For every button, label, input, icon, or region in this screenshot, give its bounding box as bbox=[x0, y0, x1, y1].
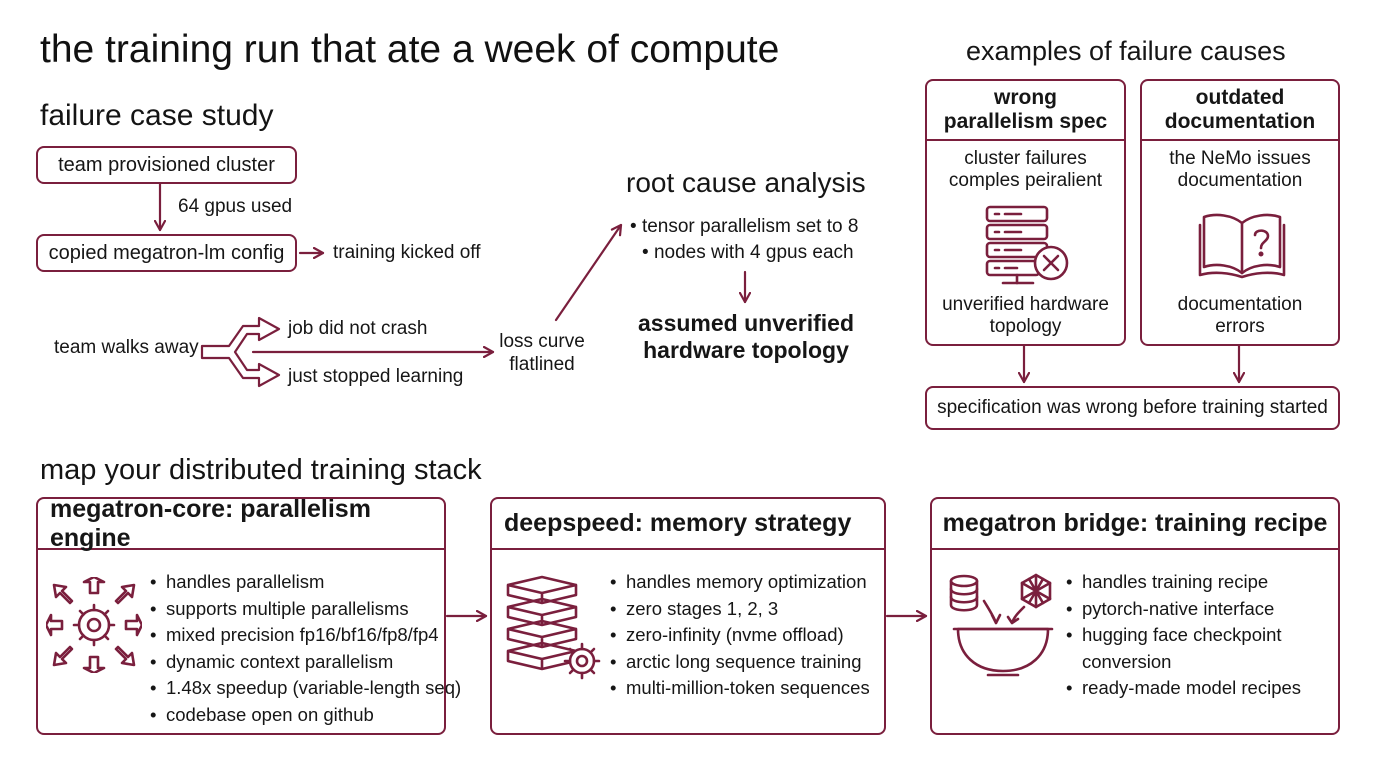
list-item: ready-made model recipes bbox=[1066, 675, 1301, 702]
root-cause-heading: root cause analysis bbox=[626, 167, 866, 198]
list-item: supports multiple parallelisms bbox=[150, 596, 461, 623]
list-item: arctic long sequence training bbox=[610, 649, 870, 676]
book-question-icon bbox=[1198, 213, 1286, 279]
list-item: mixed precision fp16/bf16/fp8/fp4 bbox=[150, 622, 461, 649]
recipe-bowl-icon bbox=[949, 573, 1054, 677]
example-card-wrong-spec: wrong parallelism spec cluster failures … bbox=[925, 79, 1126, 346]
wrong-spec-footer: unverified hardware topology bbox=[942, 294, 1109, 337]
loss-curve-line-2: flatlined bbox=[509, 354, 575, 375]
list-item: zero-infinity (nvme offload) bbox=[610, 622, 870, 649]
root-cause-bullet-1: • tensor parallelism set to 8 bbox=[630, 216, 859, 237]
copied-config-box: copied megatron-lm config bbox=[36, 234, 297, 272]
list-item: handles memory optimization bbox=[610, 569, 870, 596]
loss-curve-label: loss curve flatlined bbox=[492, 330, 592, 376]
kicked-off-label: training kicked off bbox=[333, 242, 481, 263]
outdated-docs-footer: documentation errors bbox=[1177, 294, 1303, 337]
megatron-core-bullets: handles parallelism supports multiple pa… bbox=[150, 569, 461, 729]
fork-arrow-icon bbox=[200, 316, 281, 388]
provisioned-box: team provisioned cluster bbox=[36, 146, 297, 184]
stack-card-title: megatron bridge: training recipe bbox=[932, 499, 1338, 550]
outdated-docs-title-line-2: documentation bbox=[1164, 110, 1316, 133]
server-error-icon bbox=[985, 205, 1069, 285]
root-cause-bullet-2: • nodes with 4 gpus each bbox=[642, 242, 854, 263]
layers-gear-icon bbox=[506, 575, 601, 680]
list-item: handles training recipe bbox=[1066, 569, 1301, 596]
examples-heading: examples of failure causes bbox=[966, 36, 1286, 66]
root-cause-conclusion-line-2: hardware topology bbox=[643, 337, 849, 363]
loss-curve-line-1: loss curve bbox=[499, 331, 585, 352]
wrong-spec-description: cluster failures comples peiralient bbox=[948, 148, 1103, 191]
root-cause-conclusion-line-1: assumed unverified bbox=[637, 310, 855, 336]
examples-conclusion-box: specification was wrong before training … bbox=[925, 386, 1340, 430]
stack-card-title: megatron-core: parallelism engine bbox=[38, 495, 444, 552]
stack-card-title: deepspeed: memory strategy bbox=[492, 499, 884, 550]
example-card-outdated-docs: outdated documentation the NeMo issues d… bbox=[1140, 79, 1340, 346]
stack-card-megatron-core: megatron-core: parallelism engine handle… bbox=[36, 495, 461, 735]
list-item: dynamic context parallelism bbox=[150, 649, 461, 676]
stack-heading: map your distributed training stack bbox=[40, 454, 482, 486]
wrong-spec-title-line-2: parallelism spec bbox=[943, 110, 1108, 133]
outdated-docs-description: the NeMo issues documentation bbox=[1169, 148, 1311, 191]
deepspeed-bullets: handles memory optimization zero stages … bbox=[610, 569, 870, 702]
wrong-spec-title-line-1: wrong bbox=[994, 86, 1057, 109]
stack-card-megatron-bridge: megatron bridge: training recipe handles… bbox=[930, 497, 1340, 735]
no-crash-label: job did not crash bbox=[288, 318, 428, 339]
case-study-heading: failure case study bbox=[40, 99, 274, 132]
provisioned-label: team provisioned cluster bbox=[58, 153, 275, 176]
list-item: pytorch-native interface bbox=[1066, 596, 1301, 623]
list-item: multi-million-token sequences bbox=[610, 675, 870, 702]
list-item: hugging face checkpoint conversion bbox=[1066, 622, 1301, 675]
stopped-learning-label: just stopped learning bbox=[288, 366, 464, 387]
root-cause-conclusion: assumed unverified hardware topology bbox=[596, 310, 896, 364]
example-card-wrong-spec-title: wrong parallelism spec bbox=[927, 81, 1124, 141]
copied-config-label: copied megatron-lm config bbox=[48, 241, 285, 264]
gpus-used-label: 64 gpus used bbox=[178, 196, 293, 217]
page-title: the training run that ate a week of comp… bbox=[40, 28, 780, 71]
walks-away-label: team walks away bbox=[54, 337, 199, 358]
list-item: handles parallelism bbox=[150, 569, 461, 596]
arrow-to-root-cause bbox=[554, 223, 623, 322]
megatron-bridge-bullets: handles training recipe pytorch-native i… bbox=[1066, 569, 1301, 702]
examples-conclusion-label: specification was wrong before training … bbox=[937, 397, 1328, 418]
example-card-outdated-docs-title: outdated documentation bbox=[1142, 81, 1338, 141]
stack-card-deepspeed: deepspeed: memory strategy handles memor… bbox=[490, 497, 886, 735]
gear-arrows-icon bbox=[46, 577, 142, 673]
outdated-docs-title-line-1: outdated bbox=[1195, 86, 1285, 109]
list-item: zero stages 1, 2, 3 bbox=[610, 596, 870, 623]
list-item: 1.48x speedup (variable-length seq) bbox=[150, 675, 461, 702]
list-item: codebase open on github bbox=[150, 702, 461, 729]
